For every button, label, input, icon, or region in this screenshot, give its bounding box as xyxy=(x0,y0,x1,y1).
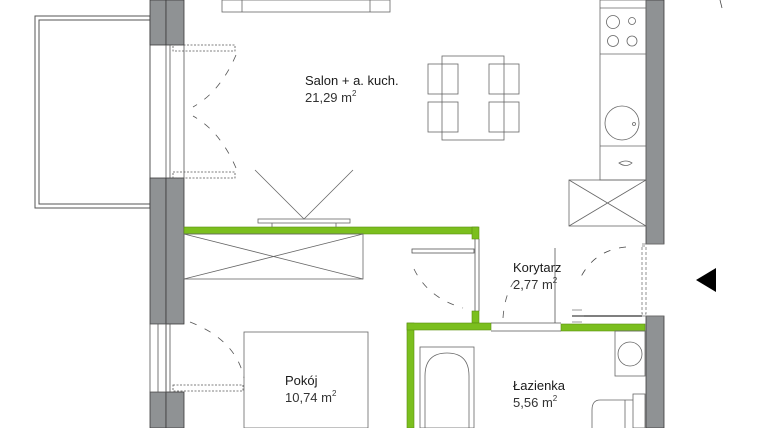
room-name: Łazienka xyxy=(513,378,566,393)
room-name: Korytarz xyxy=(513,260,562,275)
room-area: 2,77 m2 xyxy=(513,276,558,293)
room-name: Pokój xyxy=(285,373,318,388)
right-exterior-wall xyxy=(645,0,665,428)
entrance-door xyxy=(572,243,664,323)
sofa xyxy=(221,0,391,13)
balcony-door xyxy=(165,44,237,179)
pokoj-window xyxy=(149,321,245,393)
room-name: Salon + a. kuch. xyxy=(305,73,399,88)
room-area: 10,74 m2 xyxy=(285,389,337,406)
dining-table xyxy=(427,55,520,141)
washing-machine xyxy=(614,330,646,377)
room-area: 21,29 m2 xyxy=(305,89,357,106)
tv-stand xyxy=(254,169,354,227)
pokoj-door xyxy=(411,239,480,311)
balcony xyxy=(34,15,151,209)
room-label-salon: Salon + a. kuch. 21,29 m2 xyxy=(305,72,399,106)
room-label-korytarz: Korytarz 2,77 m2 xyxy=(513,259,561,293)
room-label-lazienka: Łazienka 5,56 m2 xyxy=(513,377,565,411)
bathtub xyxy=(419,346,475,428)
room-label-pokoj: Pokój 10,74 m2 xyxy=(285,372,336,406)
room-area: 5,56 m2 xyxy=(513,394,558,411)
toilet xyxy=(591,393,646,428)
interior-partitions xyxy=(183,226,646,428)
bed xyxy=(243,331,369,428)
kitchen-units xyxy=(568,0,647,227)
exterior-stair-mark xyxy=(719,0,723,9)
wardrobe xyxy=(183,233,364,280)
entrance-arrow-icon xyxy=(696,268,716,292)
lazienka-door xyxy=(491,248,561,332)
